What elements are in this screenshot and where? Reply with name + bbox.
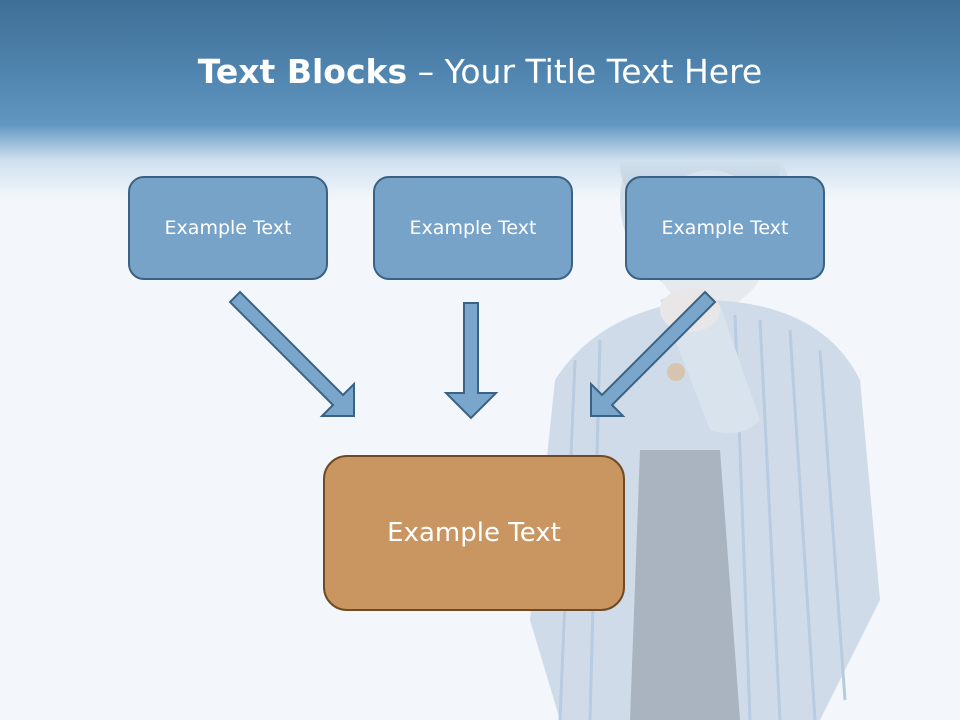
slide-title: Text Blocks – Your Title Text Here <box>0 52 960 91</box>
arrow-left-diagonal <box>228 290 355 417</box>
arrow-center-down <box>443 302 499 420</box>
title-bold-part: Text Blocks <box>197 52 408 91</box>
title-rest-part: – Your Title Text Here <box>407 52 763 91</box>
title-band <box>0 0 960 200</box>
main-text-box-label: Example Text <box>387 518 561 548</box>
text-box-2-label: Example Text <box>409 217 537 239</box>
text-box-1-label: Example Text <box>164 217 292 239</box>
text-box-1: Example Text <box>128 176 328 280</box>
main-text-box: Example Text <box>323 455 625 611</box>
text-box-3: Example Text <box>625 176 825 280</box>
text-box-3-label: Example Text <box>661 217 789 239</box>
text-box-2: Example Text <box>373 176 573 280</box>
arrow-right-diagonal <box>590 290 717 417</box>
